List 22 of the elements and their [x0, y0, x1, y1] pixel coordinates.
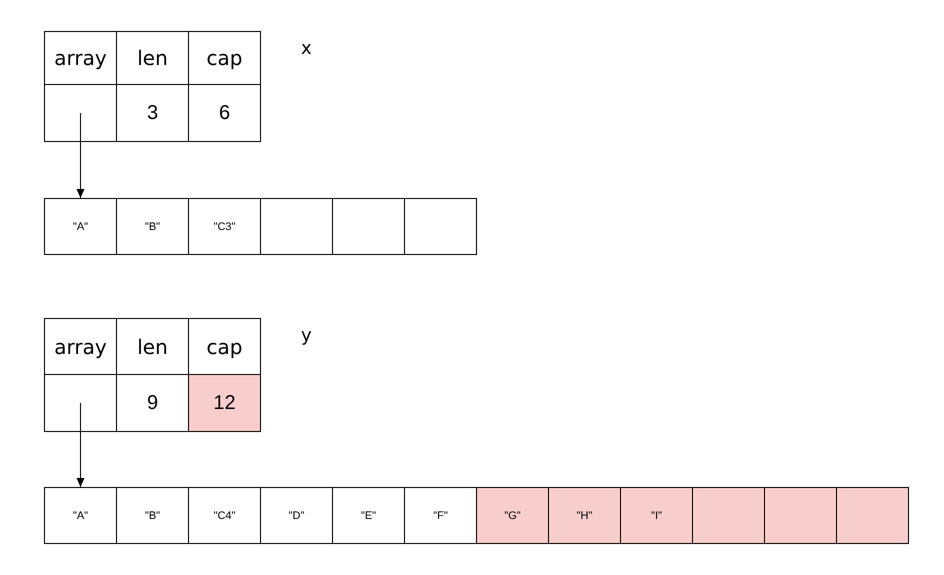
table-cell: "A": [44, 487, 117, 544]
table-cell: cap: [188, 318, 261, 375]
table-cell: cap: [188, 31, 261, 85]
table-cell: "C3": [188, 198, 261, 255]
variable-name: y: [301, 325, 312, 346]
table-cell: "E": [332, 487, 405, 544]
table-cell: "I": [620, 487, 693, 544]
pointer-arrow: [76, 402, 84, 488]
table-cell: 6: [188, 84, 261, 142]
table-cell: "A": [44, 198, 117, 255]
table-cell: "C4": [188, 487, 261, 544]
table-cell: "G": [476, 487, 549, 544]
table-cell: array: [44, 31, 117, 85]
table-cell: array: [44, 318, 117, 375]
variable-name: x: [301, 38, 312, 59]
table-cell: "F": [404, 487, 477, 544]
table-cell: 12: [188, 374, 261, 432]
table-cell: "H": [548, 487, 621, 544]
table-cell: "B": [116, 487, 189, 544]
table-cell: "B": [116, 198, 189, 255]
pointer-arrow: [76, 112, 84, 198]
table-cell: "D": [260, 487, 333, 544]
